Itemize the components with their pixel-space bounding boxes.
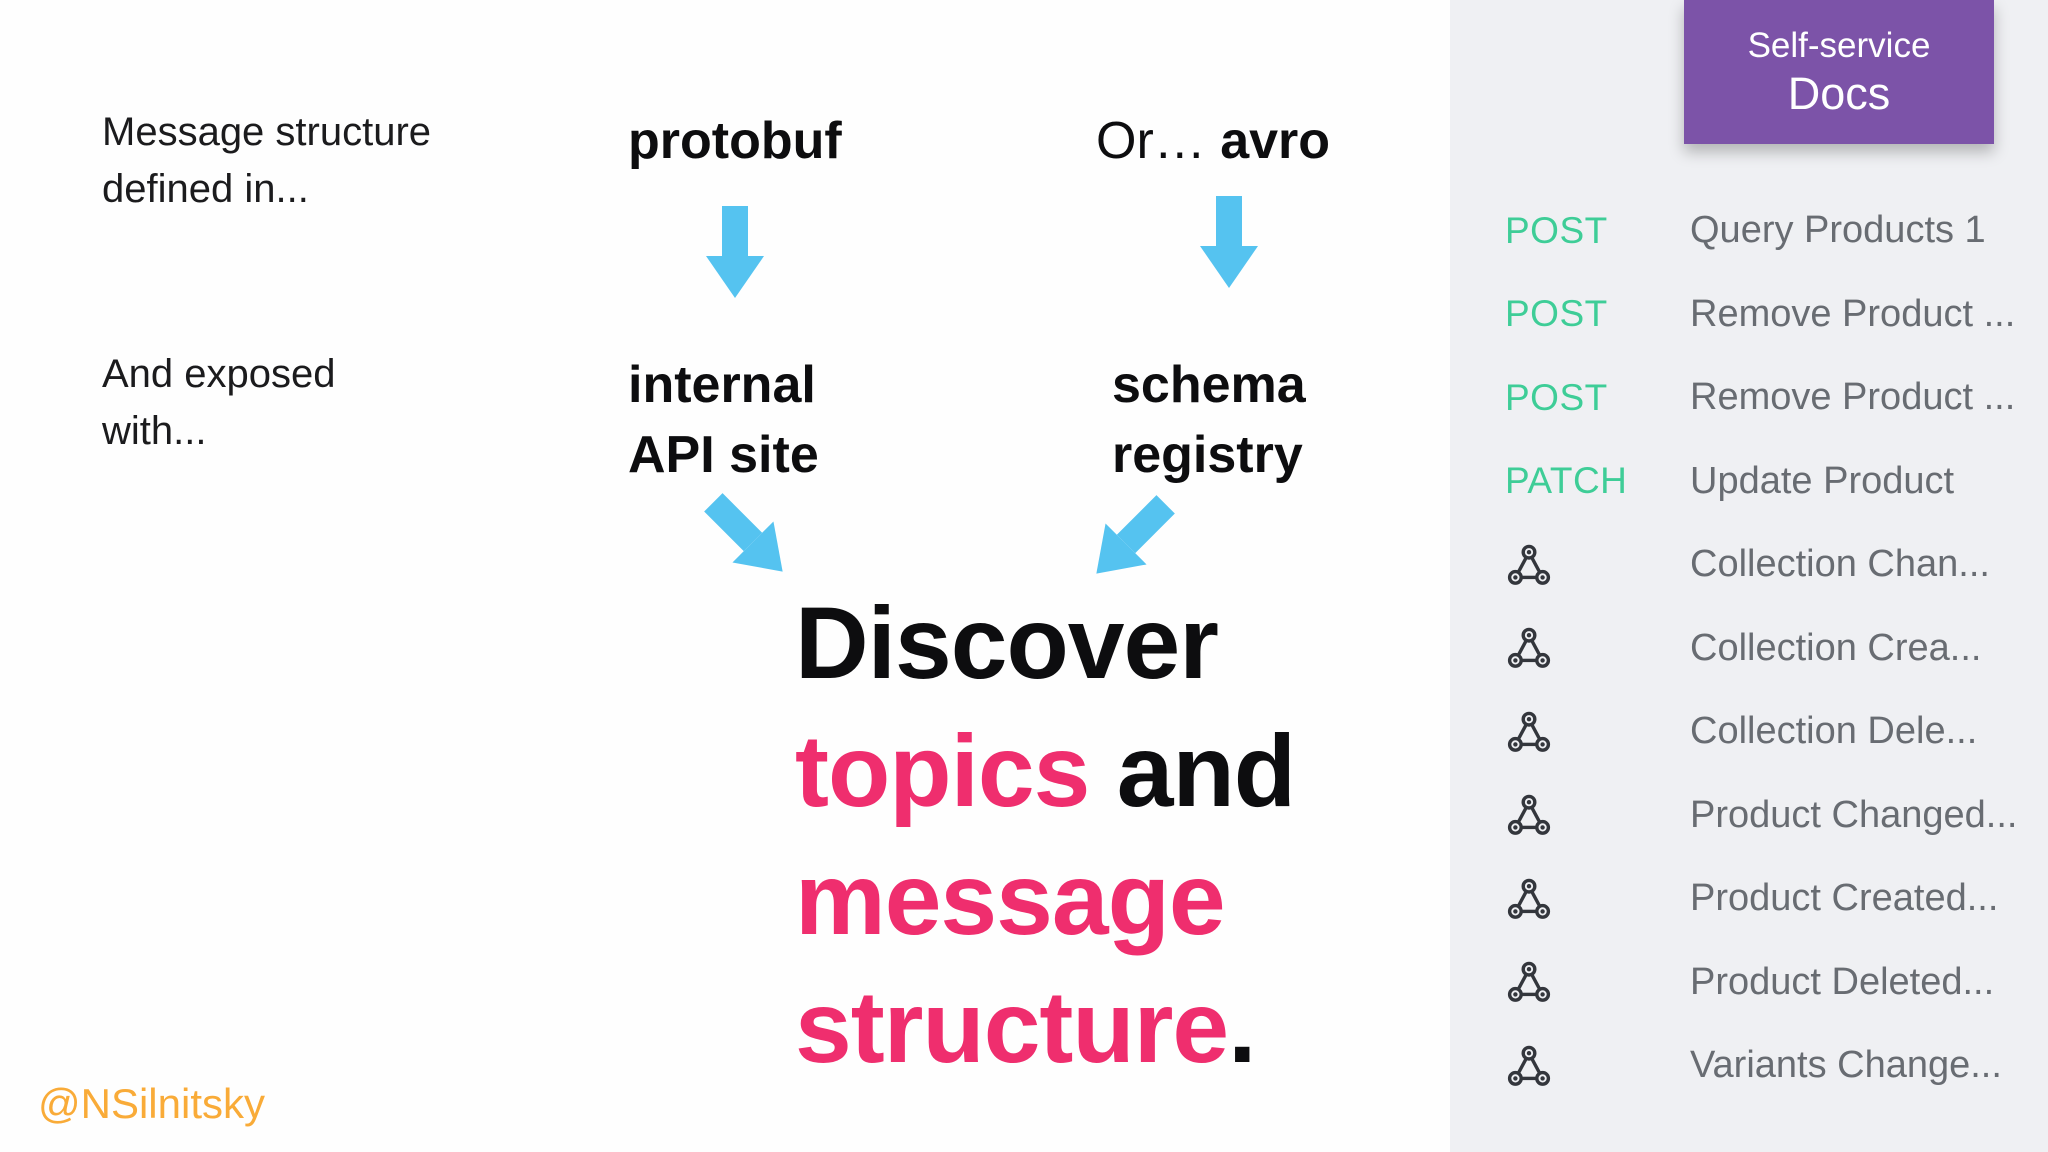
api-doc-label: Product Deleted... [1690,960,1995,1003]
webhook-icon [1505,624,1553,672]
webhook-icon [1505,708,1553,756]
api-doc-row-lead [1505,875,1690,923]
note-line: with... [102,409,207,453]
or-prefix: Or… [1096,112,1221,170]
http-method-label: PATCH [1505,460,1628,502]
api-doc-label: Collection Dele... [1690,710,1978,753]
author-handle: @NSilnitsky [38,1080,266,1127]
badge-line: Self-service [1747,26,1931,65]
api-doc-label: Collection Chan... [1690,543,1990,586]
down-arrow-icon [706,206,764,298]
api-doc-row[interactable]: POST Remove Product ... [1450,356,2048,440]
webhook-icon [1505,958,1553,1006]
headline-text-topics: topics [795,714,1090,828]
api-doc-label: Variants Change... [1690,1044,2002,1087]
http-method-label: POST [1505,376,1608,418]
note-line: And exposed [102,352,336,396]
schema-registry-label: schema registry [1112,350,1306,490]
api-doc-label: Remove Product ... [1690,376,2016,419]
headline-text: and [1089,714,1296,828]
internal-api-site-label: internal API site [628,350,819,490]
tech-line: registry [1112,426,1303,484]
protobuf-label: protobuf [628,112,842,170]
headline-text-message: message [795,842,1226,956]
api-doc-label: Query Products 1 [1690,209,1986,252]
api-doc-row-lead [1505,624,1690,672]
webhook-icon [1505,791,1553,839]
api-doc-row-lead [1505,708,1690,756]
api-doc-row[interactable]: PATCH Update Product [1450,440,2048,524]
api-doc-row[interactable]: Product Deleted... [1450,941,2048,1025]
docs-panel: Self-service Docs POST Query Products 1 … [1450,0,2048,1152]
down-right-arrow-icon [693,482,804,593]
api-doc-row-lead: POST [1505,377,1690,419]
headline-line-2: topics and [795,720,1296,822]
api-doc-label: Product Created... [1690,877,1999,920]
headline-text: Discover [795,586,1219,700]
api-doc-row[interactable]: Variants Change... [1450,1024,2048,1108]
headline-line-3: message [795,848,1226,950]
down-left-arrow-icon [1075,484,1186,595]
webhook-icon [1505,1042,1553,1090]
headline-line-1: Discover [795,592,1219,694]
badge-line: Docs [1787,68,1891,119]
api-doc-row[interactable]: POST Remove Product ... [1450,273,2048,357]
api-doc-row-lead: PATCH [1505,460,1690,502]
tech-line: internal [628,356,816,414]
self-service-docs-badge: Self-service Docs [1684,0,1994,144]
api-doc-row-lead [1505,1042,1690,1090]
api-doc-label: Update Product [1690,459,1955,502]
http-method-label: POST [1505,293,1608,335]
tech-line: API site [628,426,819,484]
api-doc-row-lead: POST [1505,293,1690,335]
or-avro-label: Or… avro [1096,106,1330,176]
webhook-icon [1505,875,1553,923]
api-doc-row[interactable]: Collection Crea... [1450,607,2048,691]
headline-text-structure: structure [795,970,1229,1084]
api-doc-row-lead [1505,791,1690,839]
http-method-label: POST [1505,209,1608,251]
note-line: Message structure [102,110,432,154]
api-doc-row-lead [1505,541,1690,589]
headline-line-4: structure. [795,976,1256,1078]
avro-label: avro [1220,112,1331,170]
api-doc-row[interactable]: POST Query Products 1 [1450,189,2048,273]
note-exposed-with: And exposed with... [102,346,336,460]
api-doc-row[interactable]: Collection Dele... [1450,690,2048,774]
api-doc-row[interactable]: Product Changed... [1450,774,2048,858]
tech-line: schema [1112,356,1306,414]
api-doc-label: Collection Crea... [1690,626,1982,669]
api-doc-label: Remove Product ... [1690,292,2016,335]
note-line: defined in... [102,167,309,211]
api-doc-row-lead: POST [1505,210,1690,252]
webhook-icon [1505,541,1553,589]
api-doc-list: POST Query Products 1 POST Remove Produc… [1450,189,2048,1108]
api-doc-label: Product Changed... [1690,793,2018,836]
api-doc-row[interactable]: Collection Chan... [1450,523,2048,607]
api-doc-row-lead [1505,958,1690,1006]
api-doc-row[interactable]: Product Created... [1450,857,2048,941]
down-arrow-icon [1200,196,1258,288]
headline-period: . [1228,970,1256,1084]
note-message-structure: Message structure defined in... [102,104,431,218]
